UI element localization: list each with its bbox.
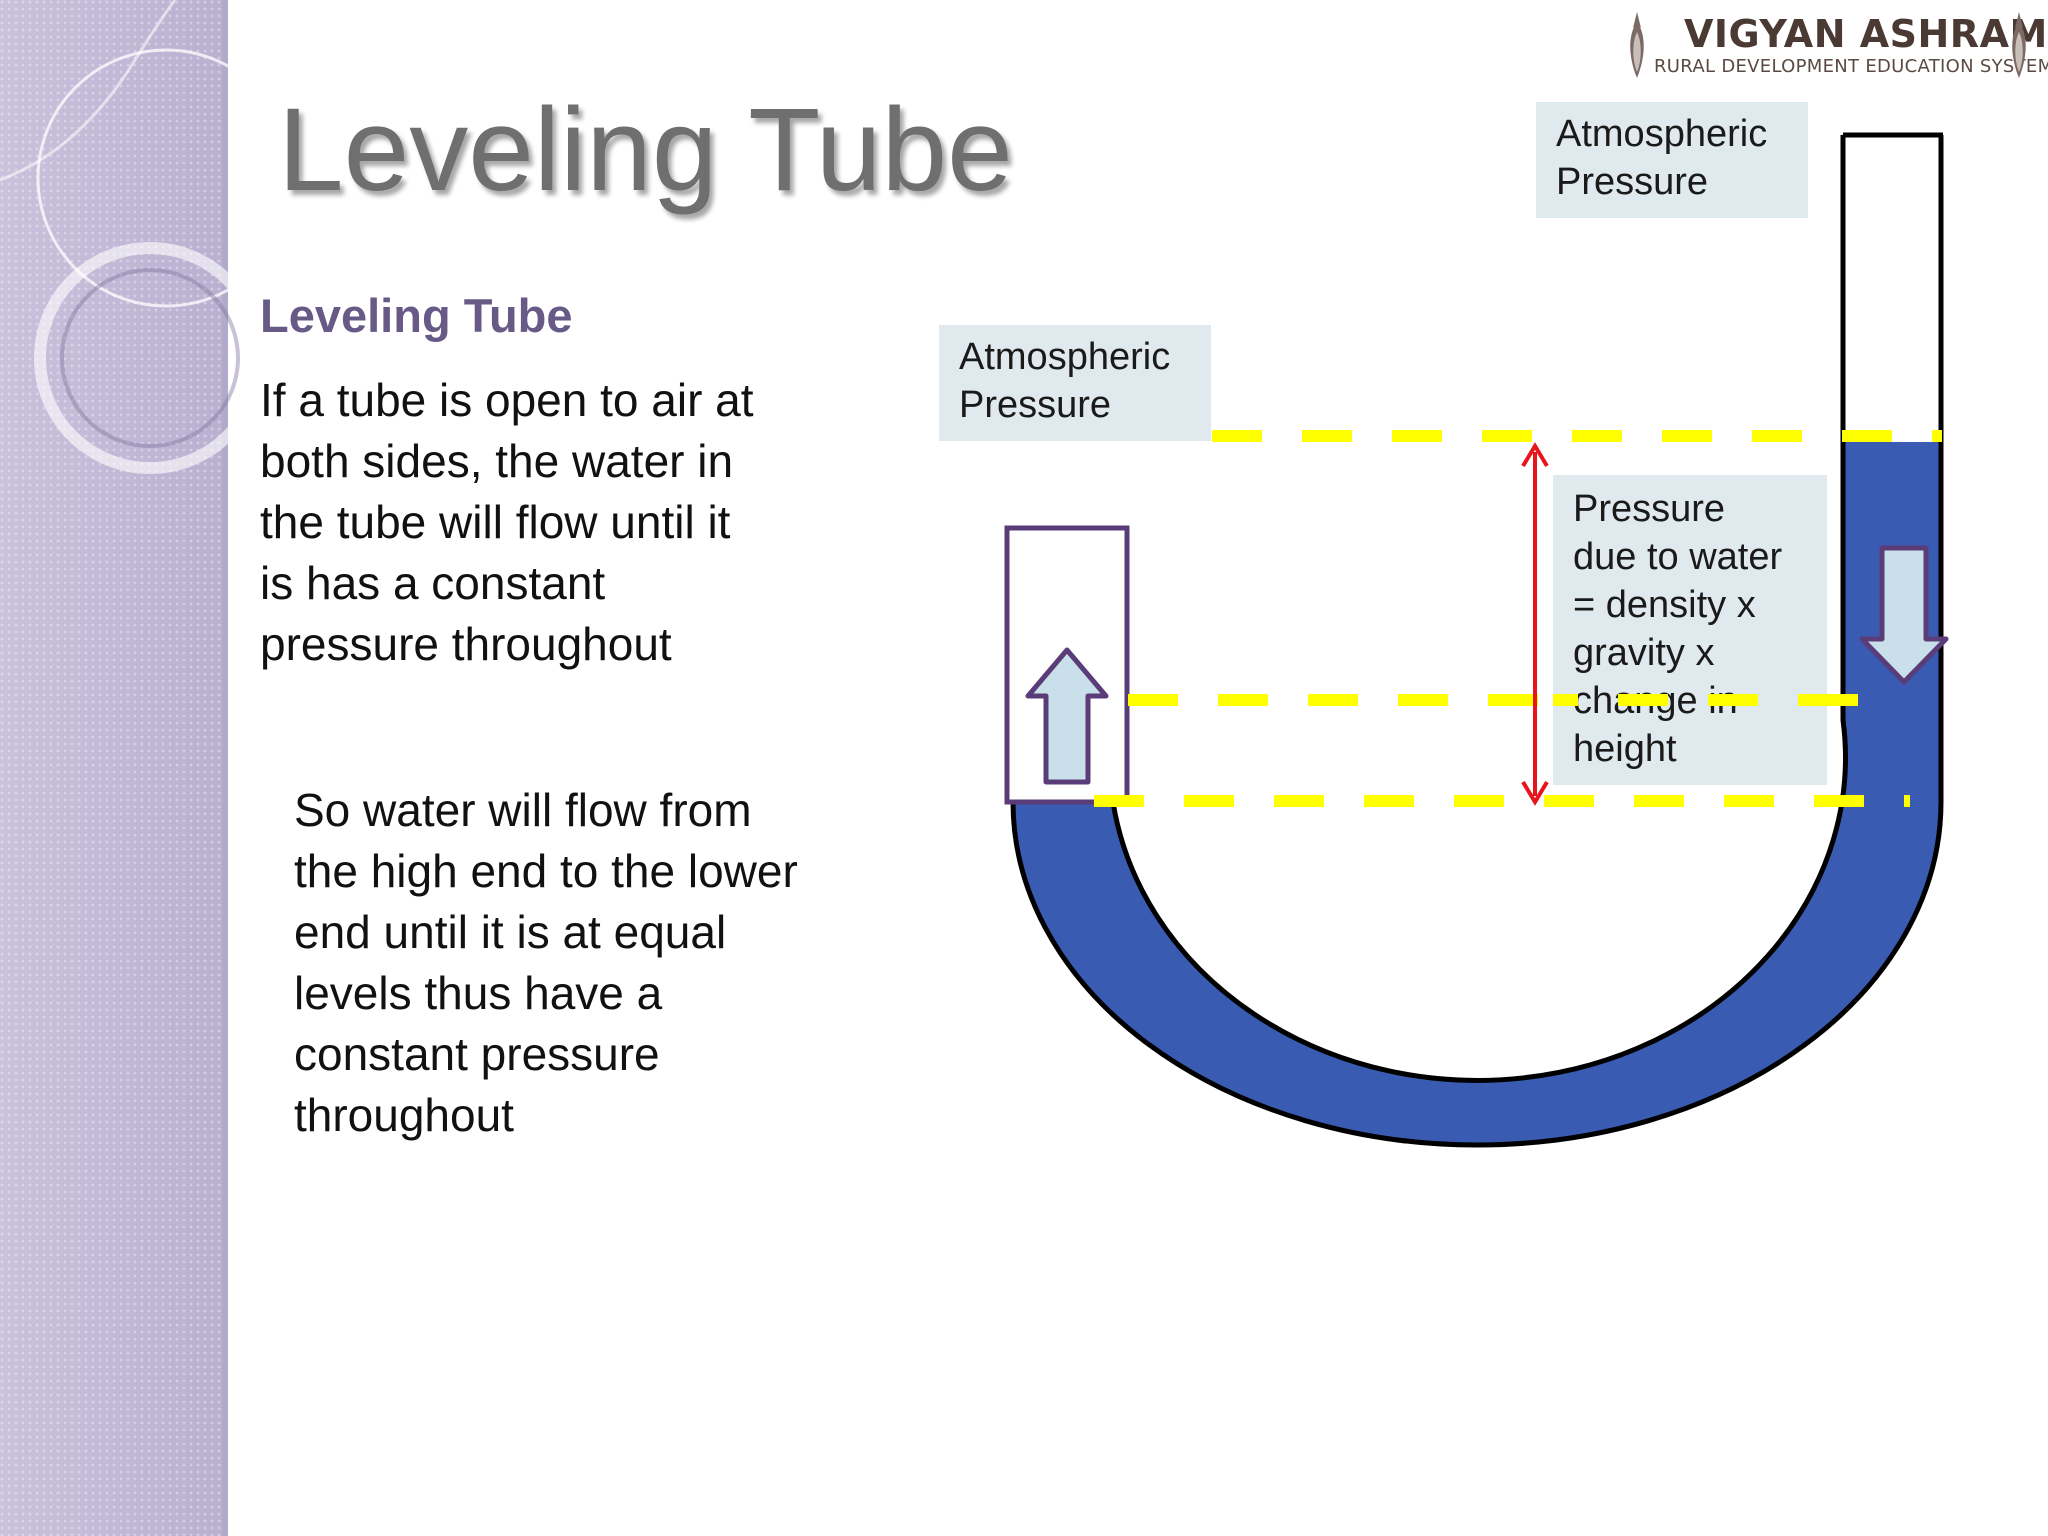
- tube-outer-wall: [1010, 135, 1944, 1148]
- logo-title: VIGYAN ASHRAM: [1684, 12, 2048, 56]
- up-arrow-icon: [1025, 647, 1109, 785]
- label-atmospheric-left-text: Atmospheric Pressure: [959, 336, 1171, 426]
- double-headed-arrow-icon: [1521, 442, 1549, 806]
- explanation-paragraph: If a tube is open to air at both sides, …: [260, 374, 754, 670]
- flow-paragraph: So water will flow from the high end to …: [294, 784, 798, 1141]
- label-atmospheric-right: Atmospheric Pressure: [1536, 102, 1808, 218]
- decorative-circles: [0, 0, 240, 474]
- vigyan-ashram-logo: VIGYAN ASHRAM RURAL DEVELOPMENT EDUCATIO…: [1610, 6, 2048, 86]
- label-atmospheric-left: Atmospheric Pressure: [939, 325, 1211, 441]
- down-arrow-icon: [1859, 545, 1949, 685]
- label-atmospheric-right-text: Atmospheric Pressure: [1556, 113, 1768, 203]
- logo-subtitle: RURAL DEVELOPMENT EDUCATION SYSTEM: [1654, 56, 2048, 77]
- page-title: Leveling Tube: [278, 84, 1013, 216]
- subheading: Leveling Tube: [260, 289, 573, 342]
- label-pressure-due-to-water: Pressure due to water = density x gravit…: [1553, 475, 1827, 785]
- logo-emblem-right-icon: [2012, 12, 2026, 78]
- tube-inner-wall: [1110, 135, 1848, 1083]
- sidebar-edge: [222, 0, 228, 1536]
- logo-emblem-left-icon: [1630, 12, 1644, 78]
